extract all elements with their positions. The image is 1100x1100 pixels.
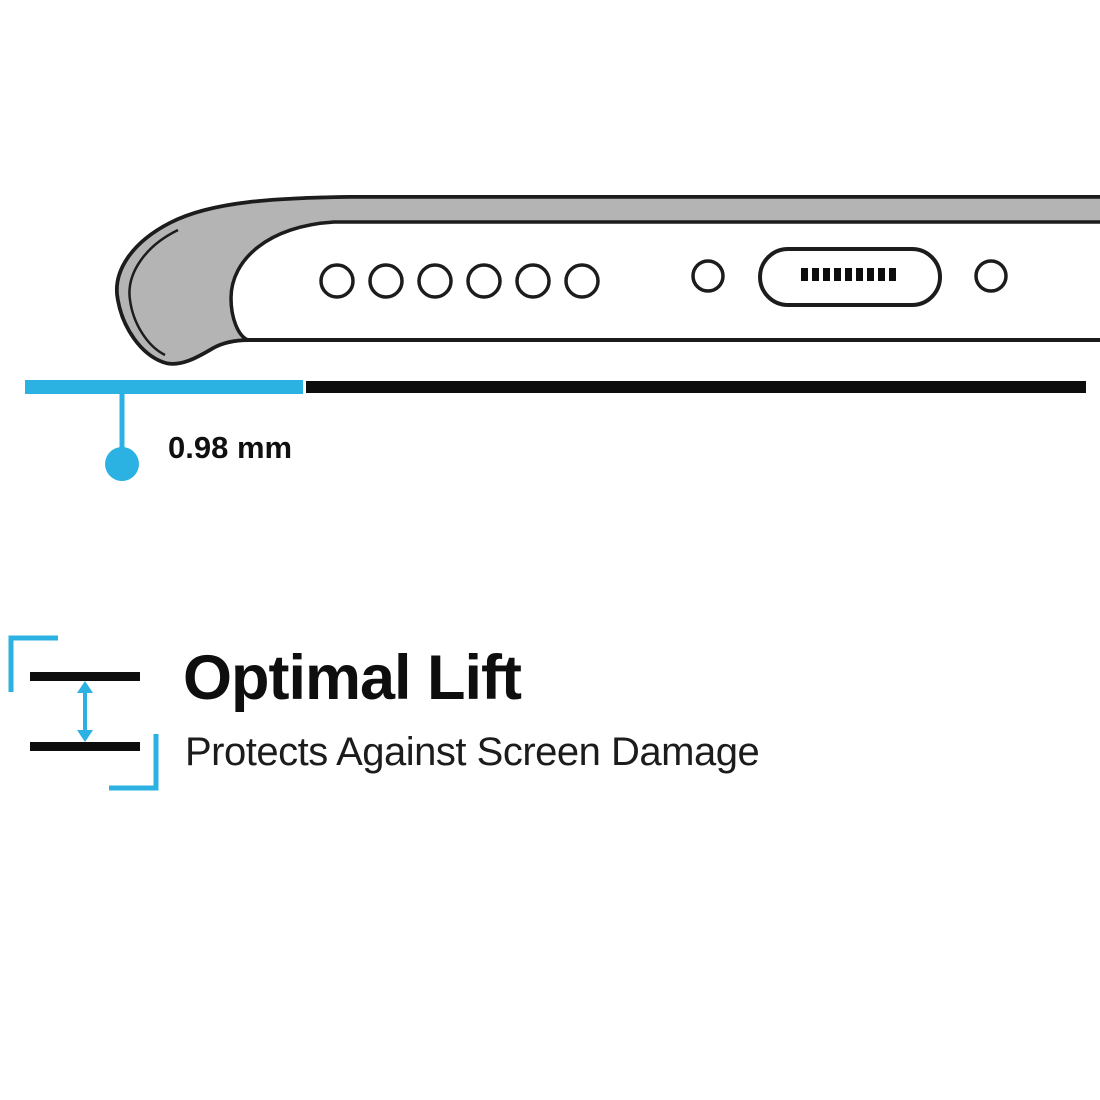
microphone-hole <box>691 259 725 293</box>
surface-line <box>306 381 1086 393</box>
bracket-top-left <box>8 635 58 692</box>
lift-gap-icon <box>8 635 159 791</box>
case-inner-edge <box>128 228 179 357</box>
screw-hole <box>974 259 1008 293</box>
speaker-holes <box>319 263 600 299</box>
speaker-hole <box>515 263 551 299</box>
case-lip <box>115 195 1100 366</box>
icon-bottom-line <box>30 742 140 751</box>
speaker-hole <box>319 263 355 299</box>
speaker-hole <box>417 263 453 299</box>
surface-line-highlight <box>25 380 303 394</box>
feature-title: Optimal Lift <box>183 643 522 713</box>
bracket-bottom-right <box>109 734 159 791</box>
icon-top-line <box>30 672 140 681</box>
speaker-hole <box>564 263 600 299</box>
lift-arrow-head-up <box>77 681 93 693</box>
phone-bottom-illustration <box>25 195 1100 481</box>
lift-arrow-head-down <box>77 730 93 742</box>
gap-marker-dot <box>105 447 139 481</box>
feature-subtitle: Protects Against Screen Damage <box>185 730 760 774</box>
speaker-hole <box>368 263 404 299</box>
speaker-hole <box>466 263 502 299</box>
gap-measurement-label: 0.98 mm <box>168 430 293 465</box>
charging-port-pins <box>801 268 896 281</box>
